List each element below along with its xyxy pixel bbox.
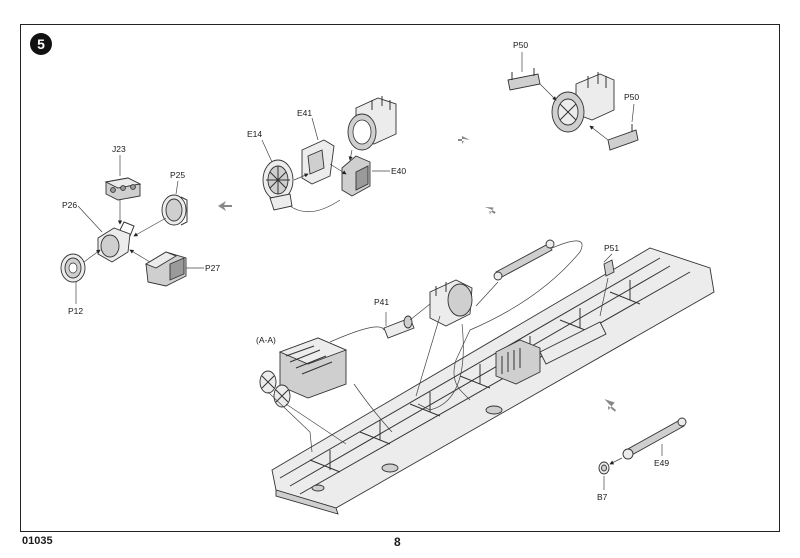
subassembly-top-right — [507, 52, 639, 151]
label-e41: E41 — [297, 108, 312, 118]
label-e49: E49 — [654, 458, 669, 468]
page-number: 8 — [394, 535, 401, 549]
gearbox-top-middle — [347, 96, 397, 151]
label-e14: E14 — [247, 129, 262, 139]
label-p12: P12 — [68, 306, 83, 316]
part-j23 — [104, 177, 142, 201]
part-e41 — [301, 139, 335, 185]
subassembly-e49 — [598, 417, 687, 490]
part-p25 — [161, 194, 188, 226]
engine-block — [259, 337, 348, 408]
part-e49 — [622, 417, 687, 460]
label-aa: (A-A) — [256, 335, 276, 345]
label-p25: P25 — [170, 170, 185, 180]
part-p41 — [383, 315, 415, 339]
subassembly-left — [60, 155, 204, 304]
gearbox-chassis — [495, 321, 607, 385]
subassembly-middle — [261, 96, 397, 213]
drive-shaft-top — [493, 239, 555, 281]
label-p27: P27 — [205, 263, 220, 273]
transmission-housing — [429, 279, 473, 327]
label-p50-right: P50 — [624, 92, 639, 102]
label-p26: P26 — [62, 200, 77, 210]
part-e40 — [341, 155, 371, 197]
assembly-arrow-icon — [218, 201, 232, 211]
part-p26 — [97, 221, 135, 263]
part-p12 — [60, 253, 86, 283]
part-e14 — [262, 159, 294, 211]
chassis-assembly — [259, 239, 715, 515]
label-e40: E40 — [391, 166, 406, 176]
part-p27 — [144, 251, 187, 287]
page-frame — [20, 24, 780, 532]
label-p50-top: P50 — [513, 40, 528, 50]
assembly-arrow-icon — [604, 399, 617, 412]
part-p50-top — [507, 68, 541, 91]
label-b7: B7 — [597, 492, 608, 502]
assembly-arrow-icon — [484, 207, 496, 215]
step-number-badge: 5 — [30, 33, 52, 55]
part-b7 — [598, 461, 610, 475]
gearbox-top-right — [551, 72, 615, 133]
part-p51 — [603, 259, 615, 277]
label-p41: P41 — [374, 297, 389, 307]
label-p51: P51 — [604, 243, 619, 253]
part-p50-right — [607, 124, 639, 151]
label-j23: J23 — [112, 144, 126, 154]
assembly-arrow-icon — [458, 136, 470, 144]
product-code: 01035 — [22, 535, 53, 547]
